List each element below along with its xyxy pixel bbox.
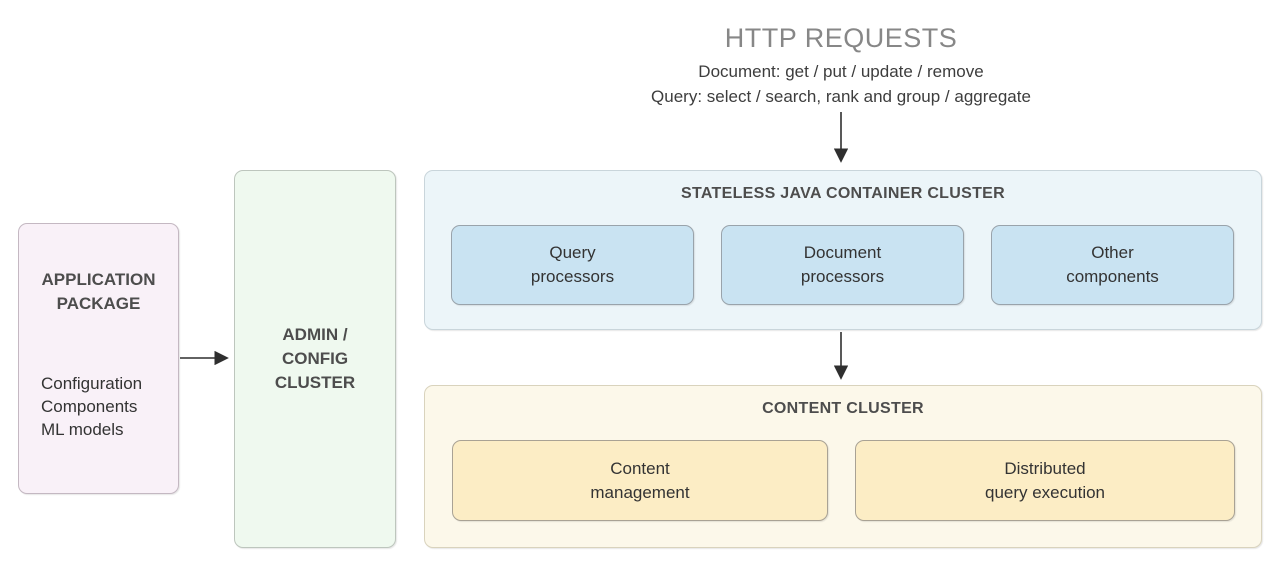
http-requests-subtitle: Document: get / put / update / remove Qu… <box>424 59 1258 109</box>
distributed-query-execution-line2: query execution <box>984 482 1106 502</box>
distributed-query-execution-line1: Distributed <box>1004 458 1086 478</box>
stateless-container-cluster-box: STATELESS JAVA CONTAINER CLUSTER Query p… <box>424 170 1262 330</box>
query-operations-line: Query: select / search, rank and group /… <box>651 87 1031 106</box>
query-processors-line2: processors <box>530 267 615 286</box>
item-ml-models: ML models <box>41 420 124 439</box>
distributed-query-execution-box: Distributed query execution <box>855 440 1235 521</box>
document-operations-line: Document: get / put / update / remove <box>698 62 984 81</box>
document-processors-box: Document processors <box>721 225 964 305</box>
application-package-box: APPLICATION PACKAGE Configuration Compon… <box>18 223 179 494</box>
content-management-box: Content management <box>452 440 828 521</box>
query-processors-box: Query processors <box>451 225 694 305</box>
application-package-items: Configuration Components ML models <box>19 372 178 441</box>
content-cluster-title: CONTENT CLUSTER <box>762 400 924 417</box>
query-processors-line1: Query <box>549 243 596 262</box>
document-processors-line2: processors <box>800 267 885 286</box>
admin-config-cluster-title: ADMIN / CONFIG CLUSTER <box>274 325 356 392</box>
document-processors-line1: Document <box>803 243 882 262</box>
other-components-line2: components <box>1066 267 1159 286</box>
http-requests-header: HTTP REQUESTS Document: get / put / upda… <box>424 22 1258 109</box>
content-cluster-box: CONTENT CLUSTER Content management Distr… <box>424 385 1262 548</box>
item-configuration: Configuration <box>41 374 143 393</box>
application-package-title: APPLICATION PACKAGE <box>41 270 156 313</box>
http-requests-title: HTTP REQUESTS <box>724 23 958 53</box>
admin-config-cluster-box: ADMIN / CONFIG CLUSTER <box>234 170 396 548</box>
content-components-row: Content management Distributed query exe… <box>452 440 1235 521</box>
content-management-line1: Content <box>610 458 670 478</box>
other-components-line1: Other <box>1091 243 1134 262</box>
content-management-line2: management <box>590 482 690 502</box>
other-components-box: Other components <box>991 225 1234 305</box>
stateless-container-cluster-title: STATELESS JAVA CONTAINER CLUSTER <box>681 185 1005 202</box>
container-components-row: Query processors Document processors Oth… <box>451 225 1234 305</box>
item-components: Components <box>41 397 138 416</box>
